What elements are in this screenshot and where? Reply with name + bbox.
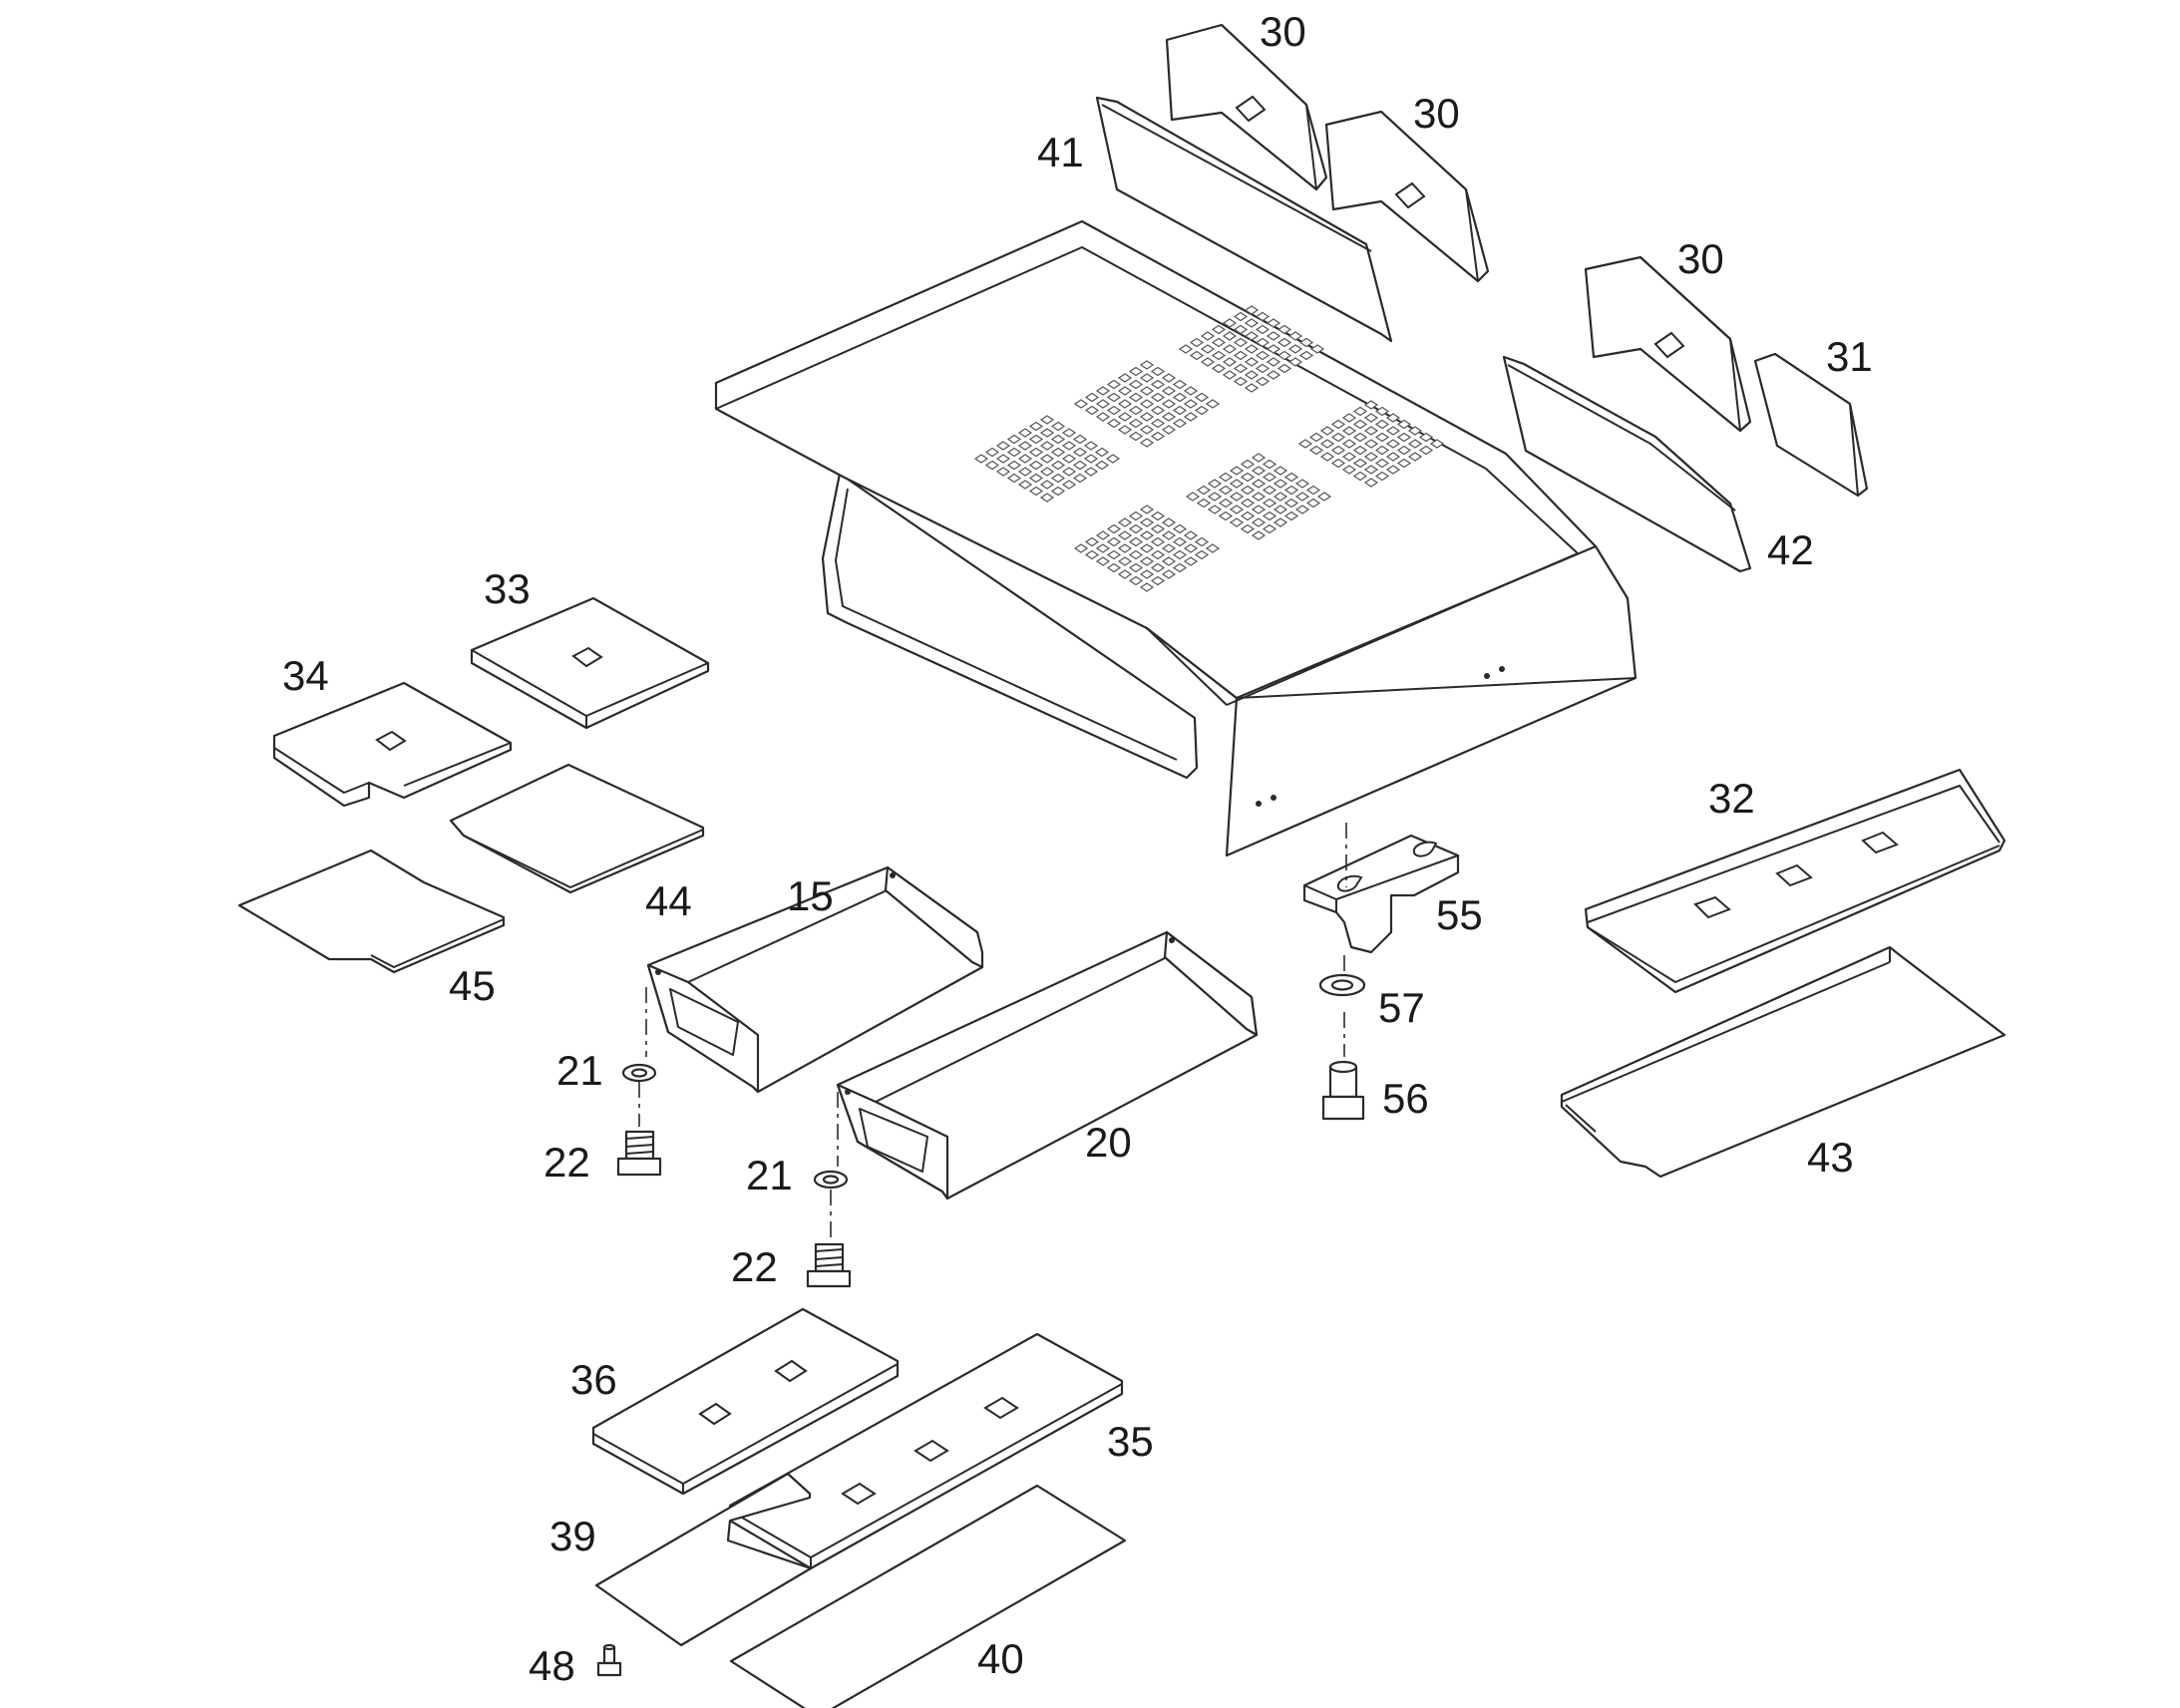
part-56-bolt: [1321, 1060, 1365, 1121]
callout-31: 31: [1826, 333, 1873, 380]
callout-34: 34: [282, 652, 329, 699]
part-45-sheet-a: [449, 763, 705, 894]
part-57-washer: [1318, 973, 1366, 997]
callout-30c: 30: [1677, 235, 1724, 282]
callout-22a: 22: [544, 1139, 590, 1186]
callout-32: 32: [1708, 775, 1755, 822]
part-30-pad-a: [1165, 23, 1328, 191]
callout-15: 15: [787, 872, 834, 919]
part-31-pad: [1753, 352, 1869, 498]
callout-20: 20: [1085, 1119, 1132, 1166]
callout-21a: 21: [556, 1047, 603, 1094]
part-20-bracket: [836, 930, 1259, 1200]
part-42-strip: [1502, 355, 1752, 573]
part-21-washer-b: [813, 1170, 849, 1190]
callout-39: 39: [549, 1513, 596, 1559]
callout-22b: 22: [731, 1243, 778, 1290]
callout-30a: 30: [1260, 8, 1306, 55]
callout-30b: 30: [1413, 90, 1460, 137]
canopy-housing: [714, 219, 1637, 857]
part-30-pad-b: [1324, 110, 1490, 283]
part-22-bolt-b: [806, 1242, 852, 1288]
part-36-plate: [591, 1307, 900, 1496]
part-30-pad-c: [1584, 255, 1752, 433]
part-41-strip: [1095, 96, 1393, 343]
callout-44: 44: [645, 877, 692, 924]
part-48-screw: [596, 1643, 622, 1677]
callout-56: 56: [1382, 1075, 1429, 1122]
callout-41: 41: [1037, 129, 1084, 175]
part-32-panel: [1584, 768, 2006, 994]
vent-mesh: [973, 305, 1445, 592]
callout-43: 43: [1807, 1134, 1854, 1181]
callout-45: 45: [449, 962, 496, 1009]
part-39-sheet: [594, 1472, 813, 1647]
part-40-sheet: [729, 1484, 1127, 1708]
part-33-pad: [470, 596, 710, 730]
callout-35: 35: [1107, 1418, 1154, 1465]
callout-36: 36: [570, 1356, 617, 1403]
callout-55: 55: [1436, 891, 1483, 938]
part-15-bracket: [646, 865, 984, 1094]
callout-42: 42: [1767, 526, 1814, 573]
part-43-sheet: [1560, 945, 2006, 1179]
callout-21b: 21: [746, 1152, 793, 1198]
callout-57: 57: [1378, 984, 1425, 1031]
callout-33: 33: [484, 565, 531, 612]
part-45-sheet-b: [237, 849, 506, 974]
part-34-pad: [272, 681, 513, 808]
part-21-washer-a: [621, 1063, 657, 1083]
part-55-mount: [1302, 834, 1460, 954]
callout-40: 40: [977, 1635, 1024, 1682]
callout-48: 48: [529, 1642, 575, 1689]
part-22-bolt-a: [616, 1130, 662, 1177]
